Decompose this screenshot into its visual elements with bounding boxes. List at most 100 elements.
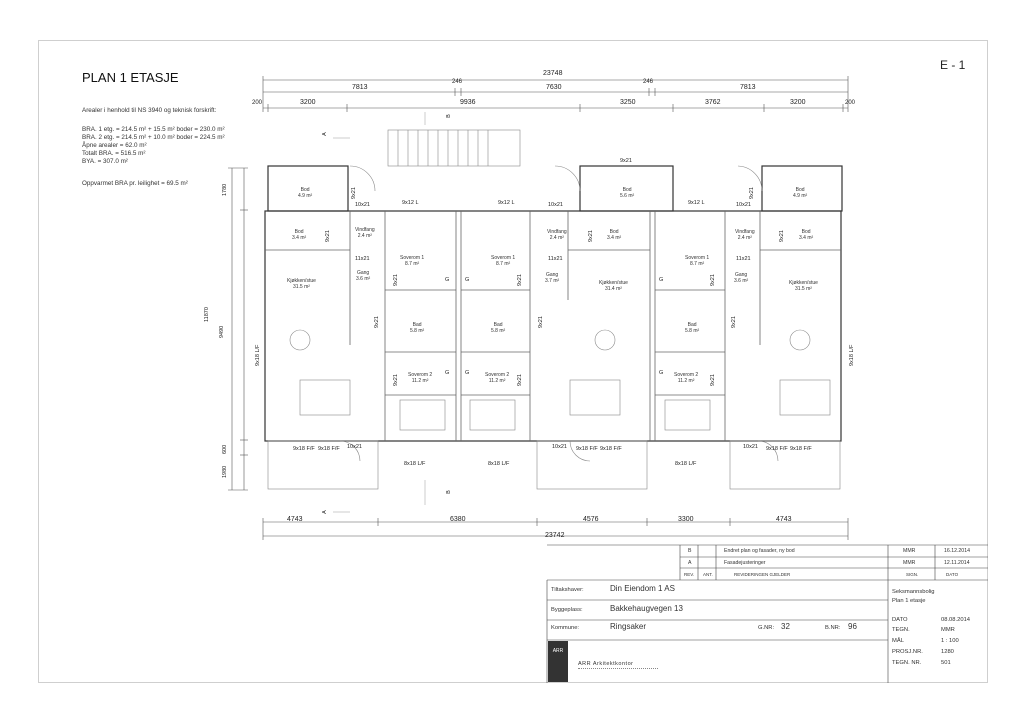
opening-label: 9x18 F/F xyxy=(600,446,622,452)
revision-rev-a: A xyxy=(688,560,692,566)
meta-value-mal: 1 : 100 xyxy=(941,638,959,644)
opening-label: 9x12 L xyxy=(402,200,419,206)
area-line-2: BRA. 2 etg. = 214.5 m² + 10.0 m² boder =… xyxy=(82,134,225,141)
meta-label-tegnnr: TEGN. NR. xyxy=(892,660,922,666)
opening-label: 9x21 xyxy=(517,374,523,386)
opening-label: 11x21 xyxy=(355,256,370,262)
opening-label: 9x21 xyxy=(538,316,544,328)
bnr-label: B.NR: xyxy=(825,625,841,631)
dim-top-total: 23748 xyxy=(543,70,563,77)
firm-address-block xyxy=(578,668,658,683)
dim-top-row3-3: 9936 xyxy=(460,99,476,106)
opening-label: 9x18 F/F xyxy=(790,446,812,452)
project-name: Seksmannsbolig xyxy=(892,589,935,595)
g-mark: G xyxy=(465,277,470,283)
dim-top-seg-3: 7630 xyxy=(546,84,562,91)
opening-label: 9x21 xyxy=(779,230,785,242)
revision-date-a: 12.11.2014 xyxy=(944,560,970,566)
dim-left-1780: 1780 xyxy=(222,183,228,196)
meta-label-tegn: TEGN. xyxy=(892,627,910,633)
dim-left-9490: 9490 xyxy=(219,325,225,338)
opening-label: 9x21 xyxy=(620,158,632,164)
dim-bottom-3: 4576 xyxy=(583,516,599,523)
drawing-name: Plan 1 etasje xyxy=(892,598,926,604)
meta-value-tegnnr: 501 xyxy=(941,660,951,666)
dim-top-seg-4: 246 xyxy=(643,79,654,85)
opening-label: 10x21 xyxy=(743,444,758,450)
meta-label-date: DATO xyxy=(892,617,908,623)
revision-header-sign: SIGN. xyxy=(906,572,919,577)
area-line-5: BYA. = 307.0 m² xyxy=(82,158,128,165)
revision-sign-b: MMR xyxy=(903,548,916,554)
opening-label: 9x18 F/F xyxy=(766,446,788,452)
meta-label-mal: MÅL xyxy=(892,638,904,644)
dim-bottom-1: 4743 xyxy=(287,516,303,523)
bnr-value: 96 xyxy=(848,622,857,631)
opening-label: 11x21 xyxy=(736,256,751,262)
drawing-title: PLAN 1 ETASJE xyxy=(82,70,179,85)
meta-label-prosj: PROSJ.NR. xyxy=(892,649,923,655)
opening-label: 10x21 xyxy=(548,202,563,208)
opening-label: 9x21 xyxy=(710,374,716,386)
dim-left-1980: 1980 xyxy=(222,465,228,478)
area-line-4: Totalt BRA. = 516.5 m² xyxy=(82,150,146,157)
revision-sign-a: MMR xyxy=(903,560,916,566)
revision-text-a: Fasadejusteringer xyxy=(724,560,766,566)
revision-header-rev: REV. xyxy=(684,572,695,577)
opening-label: 9x12 L xyxy=(688,200,705,206)
dim-top-row3-7: 200 xyxy=(845,100,856,106)
dim-bottom-total: 23742 xyxy=(545,532,565,539)
revision-header-date: DATO xyxy=(946,572,959,577)
opening-label: 9x18 L/F xyxy=(255,344,261,366)
meta-value-tegn: MMR xyxy=(941,627,955,633)
opening-label: 10x21 xyxy=(552,444,567,450)
revision-header-ant: ANT. xyxy=(703,572,713,577)
firm-name: ARR Arkitektkontor xyxy=(578,661,634,667)
opening-label: 10x21 xyxy=(736,202,751,208)
dim-left-600: 600 xyxy=(222,444,228,454)
opening-label: 9x21 xyxy=(517,274,523,286)
g-mark: G xyxy=(659,370,664,376)
revision-header-text: REVIDERINGEN GJELDER xyxy=(734,572,791,577)
dim-top-row3-5: 3762 xyxy=(705,99,721,106)
site-value: Bakkehaugvegen 13 xyxy=(610,604,683,613)
opening-label: 8x18 L/F xyxy=(675,461,697,467)
dim-top-row3-4: 3250 xyxy=(620,99,636,106)
opening-label: 8x18 L/F xyxy=(488,461,510,467)
revision-rev-b: B xyxy=(688,548,692,554)
dim-top-row3-6: 3200 xyxy=(790,99,806,106)
opening-label: 9x18 F/F xyxy=(576,446,598,452)
opening-label: 9x21 xyxy=(393,374,399,386)
opening-label: 9x21 xyxy=(749,187,755,199)
g-mark: G xyxy=(445,277,450,283)
section-mark-a-bottom: A xyxy=(321,510,328,514)
drawing-sheet-border xyxy=(38,40,988,683)
dim-top-seg-2: 246 xyxy=(452,79,463,85)
dim-top-row3-1: 200 xyxy=(252,100,263,106)
opening-label: 9x21 xyxy=(710,274,716,286)
gnr-label: G.NR: xyxy=(758,625,775,631)
meta-value-date: 08.08.2014 xyxy=(941,617,971,623)
dim-top-seg-5: 7813 xyxy=(740,84,756,91)
section-mark-b-top: B xyxy=(445,114,452,118)
revision-date-b: 16.12.2014 xyxy=(944,548,970,554)
opening-label: 8x18 L/F xyxy=(404,461,426,467)
area-line-3: Åpne arealer = 62.0 m² xyxy=(82,142,147,149)
site-label: Byggeplass: xyxy=(551,607,583,613)
opening-label: 9x18 F/F xyxy=(318,446,340,452)
